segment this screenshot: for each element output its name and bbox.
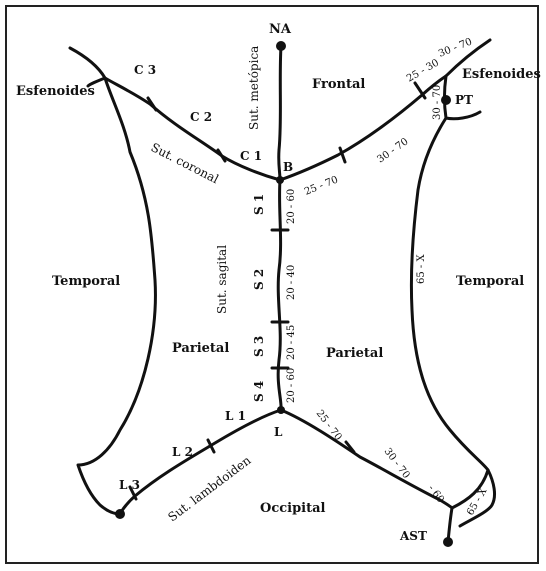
range-coronal-near-b: 25 - 70 bbox=[303, 174, 340, 197]
right-temporal-outline bbox=[411, 118, 488, 508]
seg-s1: S 1 bbox=[252, 194, 266, 215]
range-coronal-pt-vertical: 30 - 70 bbox=[432, 85, 443, 120]
seg-l3: L 3 bbox=[119, 478, 140, 492]
seg-c1: C 1 bbox=[240, 149, 262, 163]
label-sut-sagital: Sut. sagital bbox=[215, 245, 229, 314]
seg-s3: S 3 bbox=[252, 336, 266, 357]
right-lambdoid-suture-line bbox=[281, 410, 452, 508]
seg-l2: L 2 bbox=[172, 445, 193, 459]
label-ast: AST bbox=[399, 529, 427, 543]
label-na: NA bbox=[269, 22, 292, 37]
seg-s2: S 2 bbox=[252, 269, 266, 290]
seg-l1: L 1 bbox=[225, 409, 246, 423]
bone-parietal-right: Parietal bbox=[326, 346, 383, 361]
label-l: L bbox=[274, 425, 283, 439]
metopic-suture-line bbox=[279, 46, 281, 180]
range-asterion-right: 65 - X bbox=[465, 486, 490, 518]
seg-c2: C 2 bbox=[190, 110, 212, 124]
right-occipitomastoid-line bbox=[448, 508, 452, 542]
bone-frontal: Frontal bbox=[312, 77, 365, 92]
lambda-point bbox=[277, 406, 285, 414]
seg-c3: C 3 bbox=[134, 63, 156, 77]
range-s4: 20 - 60 bbox=[286, 368, 297, 403]
range-s3: 20 - 45 bbox=[286, 325, 297, 360]
label-pt: PT bbox=[455, 93, 473, 107]
bone-occipital: Occipital bbox=[260, 501, 326, 516]
bone-esfenoides-right: Esfenoides bbox=[462, 67, 541, 82]
seg-s4: S 4 bbox=[252, 381, 266, 402]
bone-parietal-left: Parietal bbox=[172, 341, 229, 356]
label-b: B bbox=[283, 160, 293, 174]
left-asterion-point bbox=[115, 509, 125, 519]
sagittal-suture-line bbox=[278, 180, 281, 410]
asterion-point bbox=[443, 537, 453, 547]
range-coronal-mid: 30 - 70 bbox=[375, 136, 410, 165]
bone-temporal-left: Temporal bbox=[52, 274, 120, 289]
bregma-point bbox=[276, 176, 284, 184]
bone-esfenoides-left: Esfenoides bbox=[16, 84, 95, 99]
range-s2: 20 - 40 bbox=[286, 265, 297, 300]
range-s1: 20 - 60 bbox=[286, 189, 297, 224]
range-temporal-right: 65 - X bbox=[416, 254, 427, 284]
range-coronal-pt-upper: 25 - 30 bbox=[405, 57, 441, 84]
bone-temporal-right: Temporal bbox=[456, 274, 524, 289]
nasion-point bbox=[276, 41, 286, 51]
label-sut-metopica: Sut. metópica bbox=[247, 46, 261, 130]
